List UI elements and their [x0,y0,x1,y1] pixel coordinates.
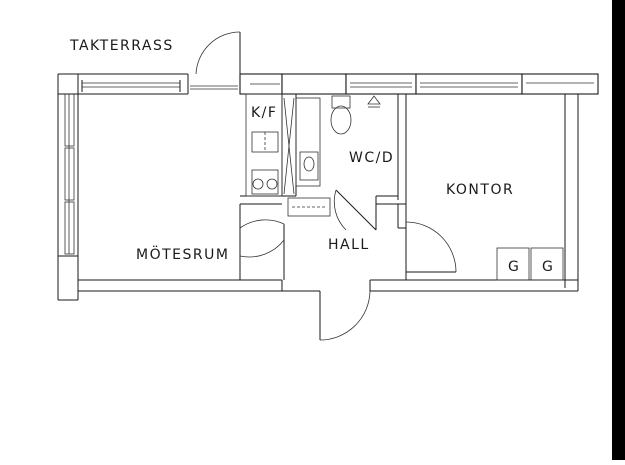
appliance-units [496,247,564,281]
label-hall: HALL [328,237,370,253]
kitchenette [245,93,295,197]
left-wall [57,74,79,301]
office-door [405,221,457,280]
label-appliance-1: G [508,259,520,275]
label-appliance-2: G [542,259,554,275]
right-wall [564,93,579,288]
meeting-room-door [239,204,285,280]
label-kitchen: K/F [251,105,277,121]
label-wc: WC/D [349,150,394,166]
top-wall [58,73,599,95]
wc-fixtures [287,95,381,217]
bottom-wall [78,279,579,292]
terrace-door [195,31,241,75]
entrance-door [319,290,371,341]
label-takterrass: TAKTERRASS [69,38,174,54]
wc-door [333,189,377,231]
screen-edge [612,0,625,460]
label-motesrum: MÖTESRUM [136,245,229,263]
label-kontor: KONTOR [446,182,514,198]
